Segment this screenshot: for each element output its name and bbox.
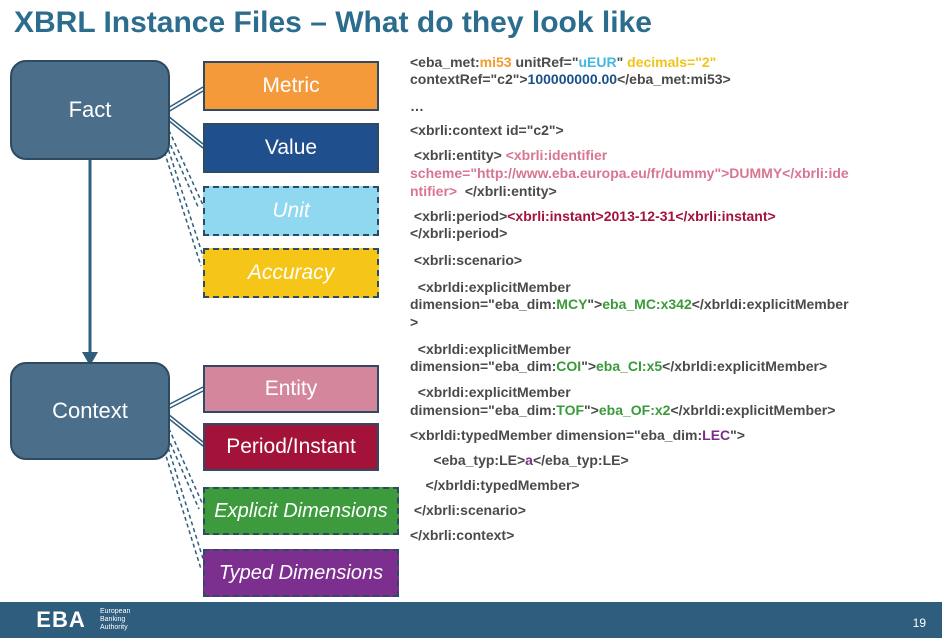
code-line-17: dimension="eba_dim:TOF">eba_OF:x2</xbrld… xyxy=(410,402,836,418)
code-line-15: dimension="eba_dim:COI">eba_CI:x5</xbrld… xyxy=(410,358,828,374)
accuracy-box: Accuracy xyxy=(203,248,379,298)
code-line-9: </xbrli:period> xyxy=(410,225,508,241)
explicit-dimensions-box: Explicit Dimensions xyxy=(203,487,399,535)
code-line-21: </xbrli:scenario> xyxy=(410,502,526,518)
logo-line-2: Banking xyxy=(100,616,126,623)
fact-box: Fact xyxy=(10,60,170,160)
fact-value-connector xyxy=(167,115,204,145)
code-line-1: <eba_met:mi53 unitRef="uEUR" decimals="2… xyxy=(410,54,717,70)
footer-bar xyxy=(0,602,942,638)
code-line-6: scheme="http://www.eba.europa.eu/fr/dumm… xyxy=(410,165,849,181)
period-instant-box: Period/Instant xyxy=(203,423,379,471)
fact-metric-connector xyxy=(167,86,204,109)
code-line-14: <xbrldi:explicitMember xyxy=(410,341,571,357)
code-line-3: … xyxy=(410,98,424,114)
slide-title: XBRL Instance Files – What do they look … xyxy=(14,6,652,39)
code-line-22: </xbrli:context> xyxy=(410,527,515,543)
context-box: Context xyxy=(10,362,170,460)
code-line-16: <xbrldi:explicitMember xyxy=(410,384,571,400)
code-line-10: <xbrli:scenario> xyxy=(410,252,523,268)
code-line-4: <xbrli:context id="c2"> xyxy=(410,122,564,138)
code-line-11: <xbrldi:explicitMember xyxy=(410,279,571,295)
value-box: Value xyxy=(203,123,379,173)
context-period-connector xyxy=(167,413,204,443)
eba-logo-text: European Banking Authority xyxy=(100,608,130,632)
code-line-12: dimension="eba_dim:MCY">eba_MC:x342</xbr… xyxy=(410,296,849,312)
code-line-19: <eba_typ:LE>a</eba_typ:LE> xyxy=(410,452,629,468)
code-line-13: > xyxy=(410,314,419,330)
typed-dimensions-box: Typed Dimensions xyxy=(203,549,399,597)
entity-box: Entity xyxy=(203,365,379,413)
arrow-head xyxy=(82,352,98,366)
logo-line-3: Authority xyxy=(100,624,128,631)
code-line-5: <xbrli:entity> <xbrli:identifier xyxy=(410,147,608,163)
unit-box: Unit xyxy=(203,186,379,236)
code-line-18: <xbrldi:typedMember dimension="eba_dim:L… xyxy=(410,427,745,443)
code-line-2: contextRef="c2">100000000.00</eba_met:mi… xyxy=(410,71,731,87)
fact-unit-connector xyxy=(165,123,204,206)
metric-box: Metric xyxy=(203,61,379,111)
code-line-7: ntifier> </xbrli:entity> xyxy=(410,183,557,199)
code-line-8: <xbrli:period><xbrli:instant>2013-12-31<… xyxy=(410,208,776,224)
page-number: 19 xyxy=(912,616,926,630)
fact-accuracy-connector xyxy=(161,129,206,263)
context-entity-connector xyxy=(167,386,204,406)
context-explicit-connector xyxy=(165,421,204,506)
logo-line-1: European xyxy=(100,608,131,615)
code-line-20: </xbrldi:typedMember> xyxy=(410,477,580,493)
context-typed-connector xyxy=(161,427,206,566)
eba-logo: EBA xyxy=(28,605,94,635)
